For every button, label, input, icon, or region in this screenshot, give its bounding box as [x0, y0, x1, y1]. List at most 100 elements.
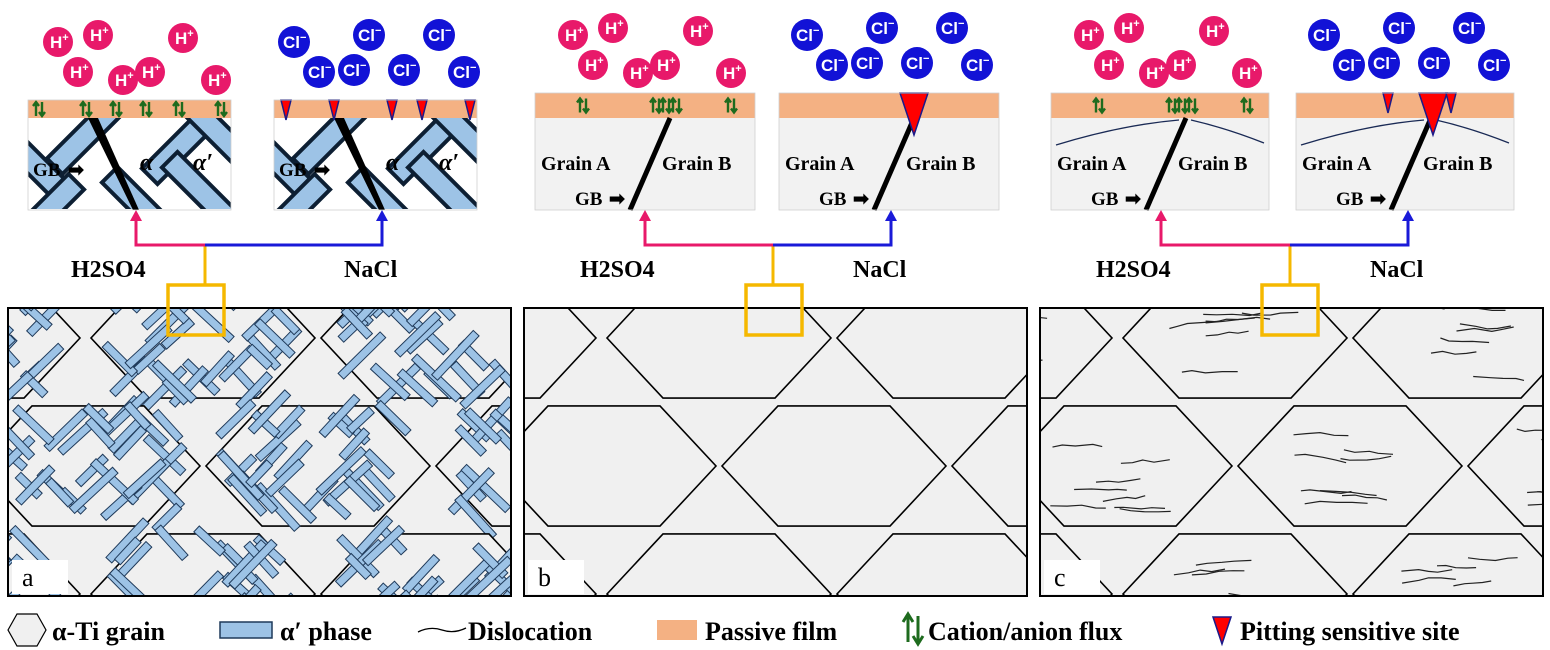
- dislocation-line: [1095, 478, 1141, 483]
- cross-section-frame: [27, 99, 232, 211]
- hydrogen-charge: +: [1158, 63, 1164, 75]
- flux-arrow-icon: [172, 100, 186, 118]
- grain-network: [524, 308, 1027, 596]
- flux-down: [1171, 98, 1179, 115]
- hydrogen-ion: H+: [716, 58, 746, 88]
- substrate: [779, 118, 999, 210]
- alpha-prime-lath: [391, 308, 438, 311]
- acid-label: H2SO4: [71, 257, 146, 283]
- alpha-prime-lath: [8, 308, 17, 309]
- alpha-prime-lath: [28, 171, 87, 209]
- alpha-prime-lath: [85, 416, 116, 449]
- dislocation-line: [1340, 455, 1392, 461]
- dislocation-line: [1055, 119, 1180, 146]
- flux-down: [220, 102, 228, 118]
- hydrogen-ion: H+: [135, 57, 165, 87]
- alpha-prime-lath: [459, 364, 506, 410]
- panel-label: a: [22, 563, 34, 592]
- grain-boundary: [524, 405, 718, 527]
- grain-boundary: [950, 405, 1027, 527]
- hydrogen-charge: +: [220, 70, 226, 82]
- dislocation-line: [1195, 559, 1252, 566]
- chloride-charge: −: [1440, 53, 1446, 65]
- chloride-charge: −: [873, 53, 879, 65]
- hydrogen-charge: +: [597, 55, 603, 67]
- dislocation-line: [1052, 443, 1103, 448]
- chloride-charge: −: [888, 18, 894, 30]
- gb-label: GB: [819, 189, 847, 210]
- chloride-ion-circle: [936, 12, 968, 44]
- chloride-charge: −: [983, 55, 989, 67]
- flux-down: [85, 102, 93, 118]
- chloride-ion-circle: [816, 49, 848, 81]
- panel-frame: [523, 307, 1028, 597]
- dislocation-line: [1516, 428, 1543, 433]
- hydrogen-ion-circle: [168, 23, 198, 53]
- alpha-prime-lath: [361, 524, 406, 567]
- grain-network: [1040, 308, 1543, 596]
- gb-label: GB: [279, 160, 307, 181]
- alpha-prime-lath: [141, 308, 170, 331]
- hydrogen-ion-circle: [716, 58, 746, 88]
- salt-arrow-icon: [1402, 210, 1414, 221]
- chloride-ion-circle: [353, 19, 385, 51]
- chloride-ion: Cl−: [423, 19, 455, 51]
- chloride-ion-circle: [1368, 47, 1400, 79]
- chloride-ion: Cl−: [1478, 49, 1510, 81]
- flux-down: [675, 98, 683, 115]
- alpha-prime-lath: [43, 408, 89, 453]
- alpha-prime-lath: [0, 343, 6, 374]
- dislocation-line: [1319, 490, 1377, 497]
- flux-up: [576, 96, 584, 113]
- flux-down: [655, 98, 663, 115]
- acid-arrow-icon: [639, 210, 651, 221]
- dislocation-line: [1453, 580, 1492, 587]
- dislocation-cluster: [1401, 557, 1518, 587]
- legend-flux-label: Cation/anion flux: [928, 617, 1122, 646]
- flux-down: [1181, 98, 1189, 115]
- dislocation-line: [1402, 577, 1456, 584]
- acid-arrow-icon: [1155, 210, 1167, 221]
- grain-boundary-line: [627, 117, 673, 211]
- grain-boundary: [1121, 308, 1349, 399]
- substrate: [1051, 118, 1269, 210]
- alpha-prime-lath: [399, 589, 443, 596]
- alpha-prime-lath: [323, 492, 352, 521]
- alpha-prime-lath: [151, 359, 198, 404]
- passive-film-icon: [657, 620, 697, 640]
- alpha-prime-lath: [0, 294, 2, 323]
- hydrogen-ion-circle: [1166, 50, 1196, 80]
- flux-arrow-icon: [724, 96, 738, 115]
- grain-a-label: Grain A: [541, 153, 611, 175]
- cross-section-frame: [273, 99, 478, 211]
- legend-film-label: Passive film: [705, 617, 837, 646]
- chloride-charge: −: [1475, 18, 1481, 30]
- chloride-ion: Cl−: [303, 56, 335, 88]
- hydrogen-charge: +: [1218, 21, 1224, 33]
- grain-boundary-line: [88, 118, 139, 210]
- grain-a-label: Grain A: [1057, 153, 1127, 175]
- alpha-prime-lath: [366, 580, 401, 596]
- alpha-prime-lath: [368, 308, 396, 318]
- alpha-prime-lath: [245, 343, 274, 371]
- flux-up: [1165, 96, 1173, 113]
- connector-lines: [639, 210, 897, 337]
- hydrogen-ion-circle: [598, 13, 628, 43]
- hydrogen-ion: H+: [63, 57, 93, 87]
- grain-b-label: Grain B: [1178, 153, 1247, 175]
- hydrogen-ion: H+: [578, 50, 608, 80]
- chloride-ion-circle: [423, 19, 455, 51]
- chloride-charge: −: [1390, 53, 1396, 65]
- chloride-ion: Cl−: [866, 12, 898, 44]
- flux-up: [79, 100, 87, 116]
- alpha-prime-lath: [376, 308, 416, 334]
- passive-film: [1296, 93, 1514, 118]
- dislocation-line: [1459, 323, 1512, 330]
- alpha-prime-lath: [454, 424, 488, 457]
- grain-boundary: [524, 308, 598, 399]
- alpha-prime-lath: [337, 331, 387, 380]
